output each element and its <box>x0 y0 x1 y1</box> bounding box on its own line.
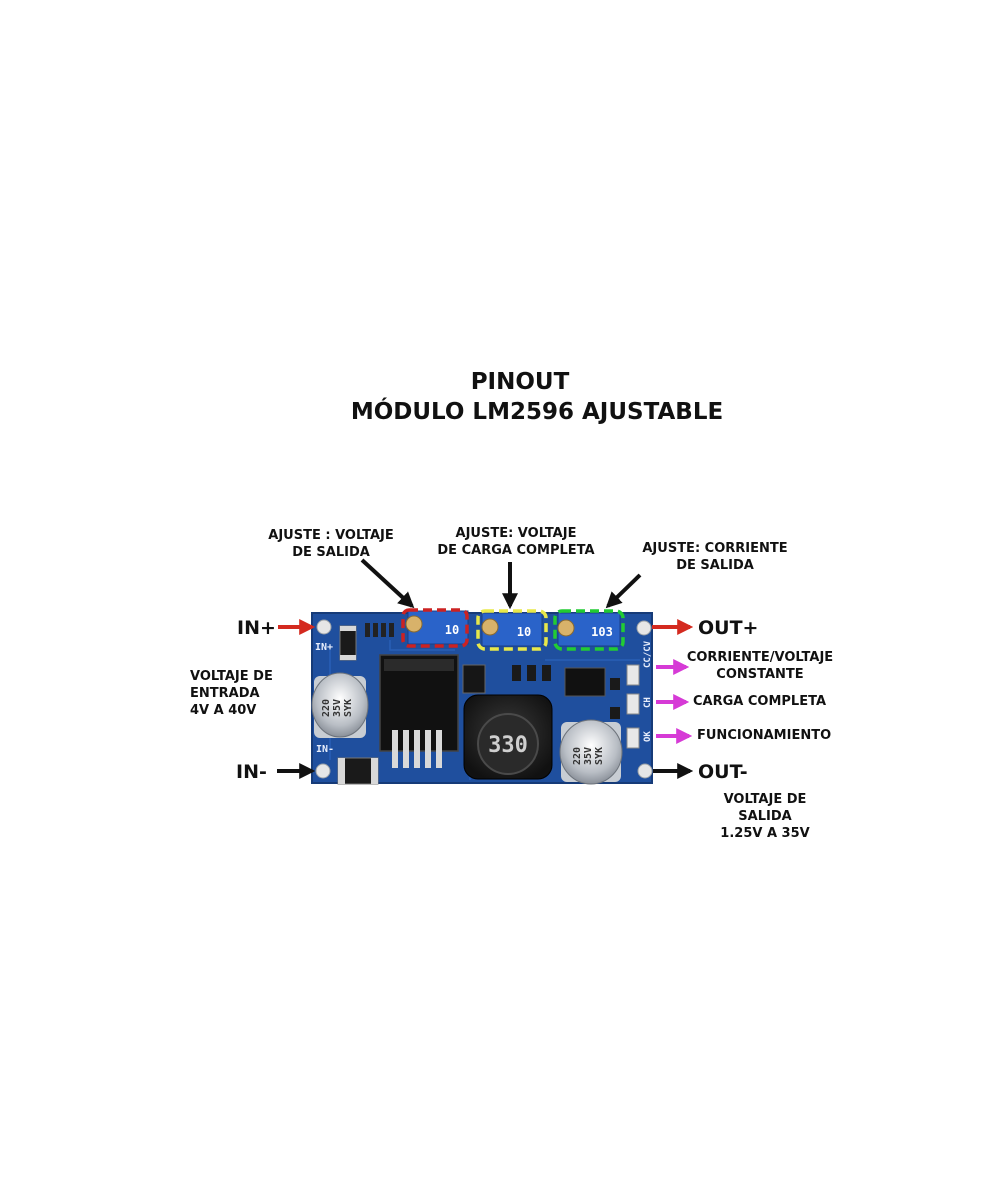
silk-in-plus: IN+ <box>315 642 333 653</box>
label-led-full-charge: CARGA COMPLETA <box>693 694 827 709</box>
lm2596-regulator <box>379 654 459 768</box>
g-cap-left-line: 220 <box>321 699 332 717</box>
label-adjust-full-charge-voltage: AJUSTE: VOLTAJE DE CARGA COMPLETA <box>437 526 595 558</box>
label-led-operation: FUNCIONAMIENTO <box>697 728 832 743</box>
pot-full-charge-voltage: 10 <box>481 612 543 647</box>
g-cap-right-line: 35V <box>583 747 594 765</box>
g-cap-left-line: 35V <box>332 699 343 717</box>
smd-small-parts <box>512 665 551 681</box>
label-in-plus: IN+ <box>237 617 276 639</box>
title-line-2: MÓDULO LM2596 AJUSTABLE <box>350 399 724 425</box>
pad-in-plus <box>316 619 332 635</box>
highlight-output-current <box>553 609 625 651</box>
label-adjust-output-current: AJUSTE: CORRIENTE DE SALIDA <box>642 541 788 573</box>
pad-out-plus <box>636 620 652 636</box>
led-full-charge <box>626 693 640 715</box>
smd-input-diode <box>339 625 357 661</box>
input-capacitor <box>311 672 369 738</box>
pot1-marking: 10 <box>445 623 459 637</box>
pad-out-minus <box>637 763 653 779</box>
g-cap-right-line: SYK <box>594 747 605 765</box>
silk-ch: CH <box>643 697 653 708</box>
pot-output-current: 103 <box>557 612 621 647</box>
label-in-minus: IN- <box>236 761 267 783</box>
pad-in-minus <box>315 763 331 779</box>
inductor-marking: 330 <box>488 733 528 758</box>
smd-resistor-array <box>365 623 394 637</box>
label-led-cc-cv: CORRIENTE/VOLTAJE CONSTANTE <box>686 650 834 682</box>
control-ic <box>564 667 606 697</box>
label-out-minus: OUT- <box>698 761 748 783</box>
arrow-adjust-output-voltage <box>360 558 415 609</box>
pot2-marking: 10 <box>517 625 531 639</box>
led-cc-cv <box>626 664 640 686</box>
silk-cc-cv: CC/CV <box>643 640 653 668</box>
highlight-output-voltage <box>401 608 469 648</box>
output-capacitor <box>559 719 623 785</box>
silk-ok: OK <box>643 731 653 742</box>
pot-output-voltage: 10 <box>405 610 469 645</box>
label-out-plus: OUT+ <box>698 617 759 639</box>
g-cap-right-line: 220 <box>572 747 583 765</box>
silk-in-minus: IN- <box>316 744 334 755</box>
highlight-full-charge-voltage <box>476 609 548 651</box>
label-adjust-output-voltage: AJUSTE : VOLTAJE DE SALIDA <box>268 528 394 560</box>
led-operation <box>626 727 640 749</box>
g-cap-left-line: SYK <box>343 699 354 717</box>
label-input-voltage: VOLTAJE DE ENTRADA 4V A 40V <box>190 669 273 718</box>
pot3-marking: 103 <box>591 625 613 639</box>
label-output-voltage: VOLTAJE DE SALIDA 1.25V A 35V <box>720 792 810 841</box>
title-line-1: PINOUT <box>470 369 570 395</box>
arrow-adjust-output-current <box>605 573 642 609</box>
smd-transistor <box>462 664 486 694</box>
inductor: 330 <box>463 694 553 780</box>
